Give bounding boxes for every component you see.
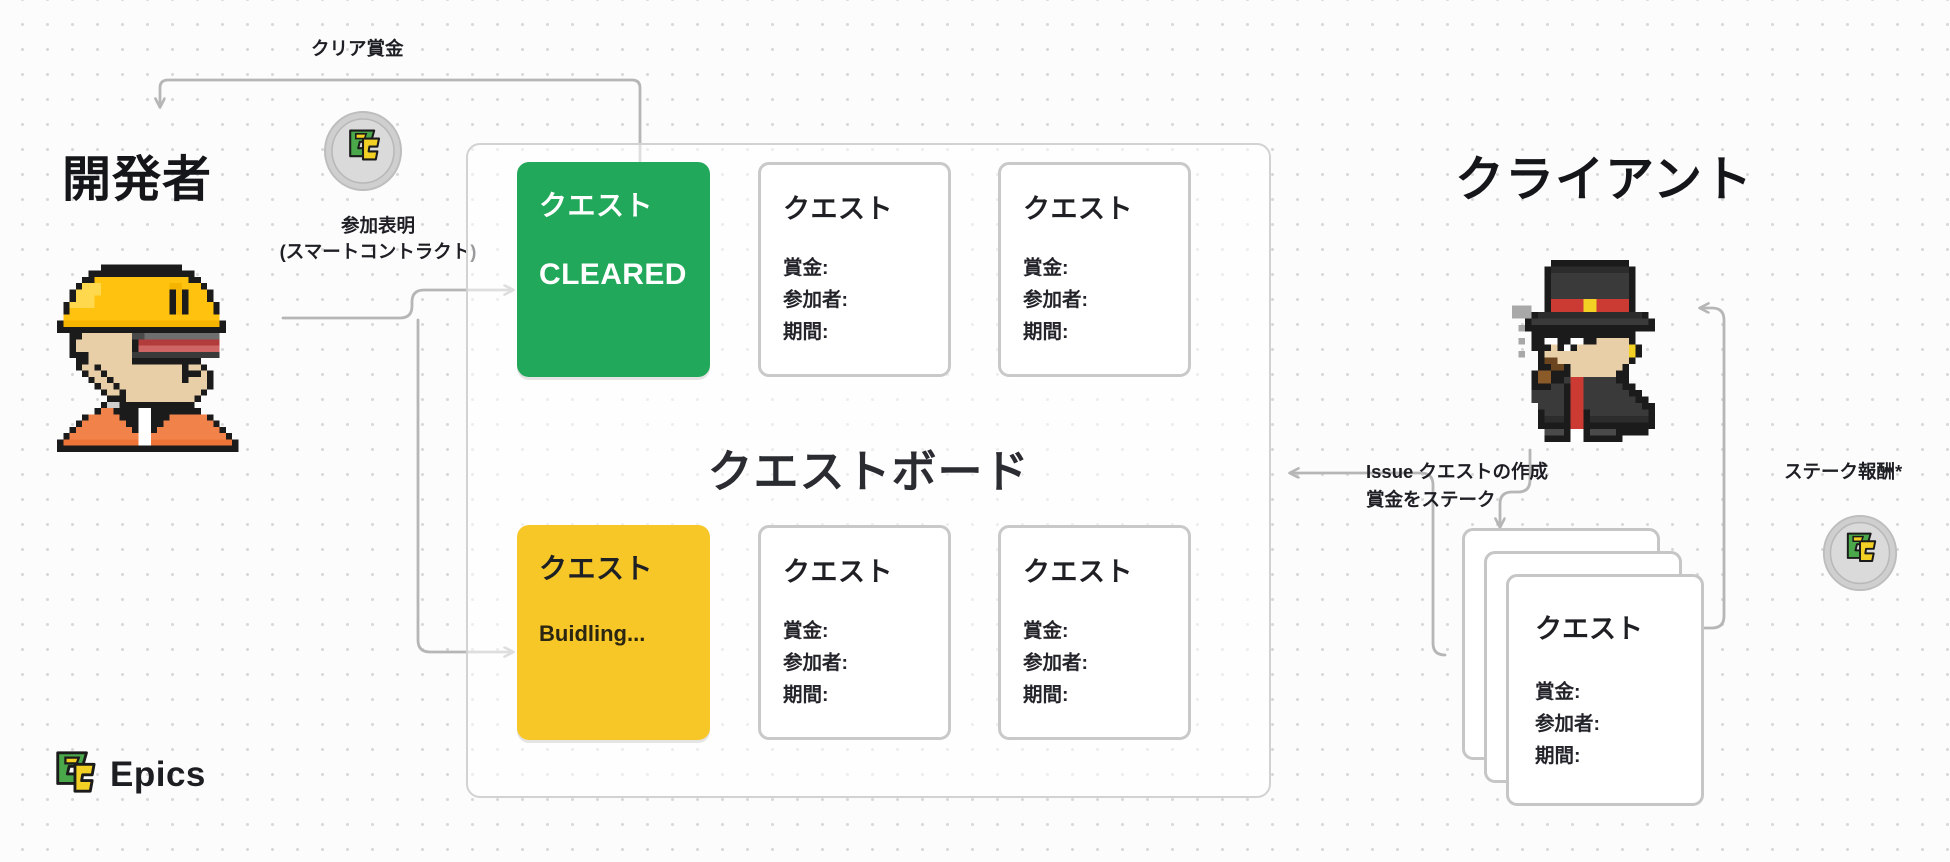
label-clear-reward: クリア賞金 bbox=[311, 38, 404, 59]
quest-card-field-participants: 参加者: bbox=[783, 289, 848, 312]
label-join-declaration-line2: (スマートコントラクト) bbox=[279, 241, 477, 263]
quest-card-field-reward: 賞金: bbox=[783, 257, 829, 279]
quest-card-title: クエスト bbox=[539, 190, 654, 221]
quest-card[interactable]: クエスト 賞金: 参加者: 期間: bbox=[998, 162, 1191, 377]
quest-card[interactable]: クエスト 賞金: 参加者: 期間: bbox=[998, 525, 1191, 740]
quest-card-field-reward: 賞金: bbox=[1535, 681, 1581, 703]
quest-card-field-reward: 賞金: bbox=[783, 620, 829, 642]
quest-card-field-period: 期間: bbox=[783, 321, 829, 344]
quest-card-title: クエスト bbox=[1023, 194, 1133, 224]
developer-title: 開発者 bbox=[62, 153, 213, 207]
brand-name: Epics bbox=[110, 754, 206, 794]
epics-logo-icon bbox=[52, 748, 96, 801]
client-pixel-avatar bbox=[1472, 260, 1682, 455]
quest-board-title: クエストボード bbox=[707, 446, 1030, 497]
label-join-declaration-line1: 参加表明 bbox=[340, 215, 415, 236]
label-stake-reward: ステーク報酬* bbox=[1784, 461, 1903, 482]
label-create-quest-line2: 賞金をステーク bbox=[1366, 488, 1496, 510]
reward-coin-left bbox=[322, 110, 404, 197]
quest-card-field-participants: 参加者: bbox=[783, 652, 848, 675]
quest-card-title: クエスト bbox=[1023, 557, 1133, 587]
quest-card-title: クエスト bbox=[1535, 614, 1643, 644]
quest-card-field-period: 期間: bbox=[1535, 745, 1581, 768]
quest-card-field-participants: 参加者: bbox=[1023, 652, 1088, 675]
quest-card-field-period: 期間: bbox=[783, 684, 829, 707]
quest-card-status: Buidling... bbox=[539, 621, 646, 646]
quest-card-title: クエスト bbox=[783, 194, 893, 224]
quest-card-field-participants: 参加者: bbox=[1535, 713, 1600, 736]
quest-card[interactable]: クエスト 賞金: 参加者: 期間: bbox=[758, 162, 951, 377]
client-title: クライアント bbox=[1455, 153, 1754, 207]
quest-card-field-period: 期間: bbox=[1023, 321, 1069, 344]
quest-card-cleared[interactable]: クエスト CLEARED bbox=[517, 162, 710, 377]
quest-card-field-period: 期間: bbox=[1023, 684, 1069, 707]
label-create-quest-line1: Issue クエストの作成 bbox=[1366, 461, 1548, 482]
developer-pixel-avatar bbox=[42, 258, 247, 458]
quest-card[interactable]: クエスト 賞金: 参加者: 期間: bbox=[758, 525, 951, 740]
quest-board-container: クエストボード クエスト CLEARED クエスト 賞金: 参加者: 期間: ク… bbox=[466, 143, 1271, 798]
quest-card-field-reward: 賞金: bbox=[1023, 257, 1069, 279]
quest-card-status: CLEARED bbox=[539, 258, 687, 291]
quest-card-title: クエスト bbox=[539, 553, 654, 584]
quest-card-title: クエスト bbox=[783, 557, 893, 587]
quest-card-building[interactable]: クエスト Buidling... bbox=[517, 525, 710, 740]
quest-card-field-participants: 参加者: bbox=[1023, 289, 1088, 312]
quest-stack-card-front[interactable]: クエスト 賞金: 参加者: 期間: bbox=[1506, 574, 1704, 806]
quest-card-field-reward: 賞金: bbox=[1023, 620, 1069, 642]
brand-lockup: Epics bbox=[52, 748, 206, 801]
reward-coin-right bbox=[1821, 514, 1899, 597]
